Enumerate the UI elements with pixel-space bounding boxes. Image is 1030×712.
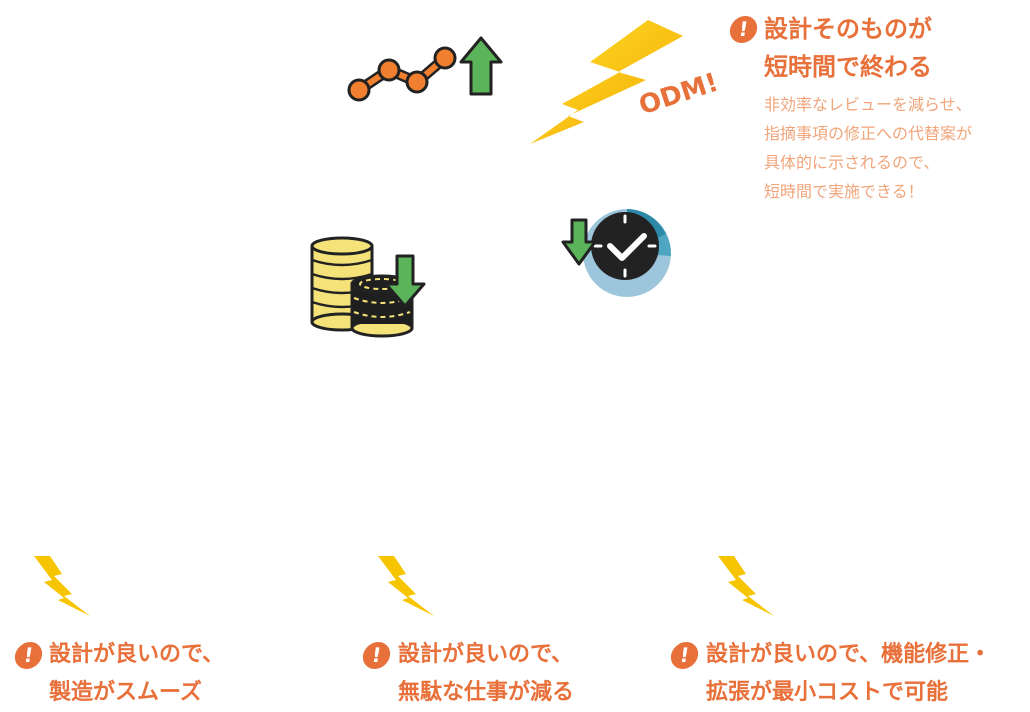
exclamation-icon: !	[361, 642, 392, 669]
small-lightning-bolt-icon	[718, 556, 774, 616]
top-callout-title: 設計そのものが 短時間で終わる	[764, 10, 932, 86]
top-callout-body-line: 指摘事項の修正への代替案が	[764, 124, 973, 143]
bottom-callout-3: 設計が良いので、機能修正・ 拡張が最小コストで可能	[706, 636, 991, 712]
bottom-callout-line: 無駄な仕事が減る	[398, 680, 575, 705]
bottom-callout-1: 設計が良いので、 製造がスムーズ	[49, 636, 224, 712]
small-lightning-bolt-icon	[378, 556, 434, 616]
exclamation-icon: !	[13, 642, 44, 669]
large-lightning-bolt-icon	[530, 20, 683, 144]
top-callout-title-line: 短時間で終わる	[764, 53, 932, 81]
top-callout-body-line: 非効率なレビューを減らせ、	[764, 95, 972, 114]
bottom-callout-line: 設計が良いので、	[398, 642, 574, 667]
bottom-callout-2: 設計が良いので、 無駄な仕事が減る	[398, 636, 574, 712]
bottom-callout-line: 設計が良いので、	[49, 642, 225, 667]
bottom-callout-line: 設計が良いので、機能修正・	[706, 642, 992, 667]
bottom-callout-line: 製造がスムーズ	[49, 680, 202, 705]
top-callout-title-line: 設計そのものが	[764, 15, 932, 43]
exclamation-icon: !	[669, 642, 700, 669]
clock-icon	[561, 209, 672, 297]
top-callout-body-line: 具体的に示されるので、	[764, 153, 940, 172]
coin-stack-icon	[310, 236, 426, 338]
top-callout-body: 非効率なレビューを減らせ、 指摘事項の修正への代替案が 具体的に示されるので、 …	[764, 90, 972, 206]
growth-chart-icon	[347, 36, 503, 102]
top-callout-body-line: 短時間で実施できる！	[764, 182, 924, 201]
small-lightning-bolt-icon	[34, 556, 90, 616]
bottom-callout-line: 拡張が最小コストで可能	[706, 680, 949, 705]
exclamation-icon: !	[728, 16, 759, 43]
